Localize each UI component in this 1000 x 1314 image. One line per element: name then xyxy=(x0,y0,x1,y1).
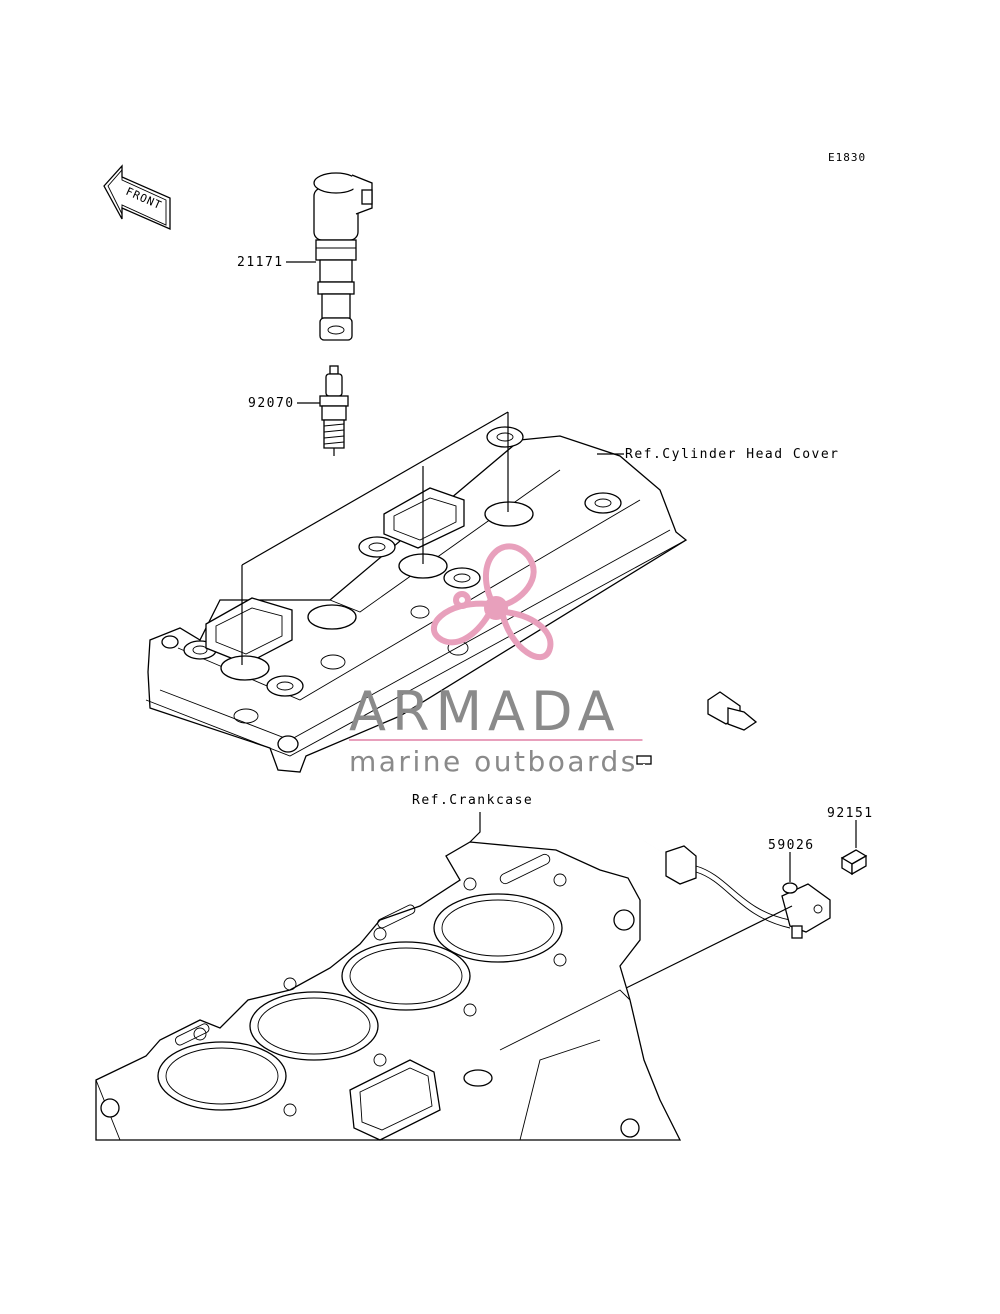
front-arrow-icon: FRONT xyxy=(103,164,171,230)
ignition-coil xyxy=(313,172,373,341)
sensor-harness xyxy=(636,682,831,939)
part-number-92070: 92070 xyxy=(248,396,295,411)
watermark-tagline: marine outboards xyxy=(349,745,638,778)
diagram-code: E1830 xyxy=(828,151,866,164)
ref-crankcase: Ref.Crankcase xyxy=(412,793,533,808)
bolt-92151 xyxy=(840,849,868,876)
ref-cylinder-head-cover: Ref.Cylinder Head Cover xyxy=(625,447,840,462)
spark-plug xyxy=(319,365,349,456)
cylinder-head-cover xyxy=(145,426,688,773)
armada-logo-icon xyxy=(430,543,554,661)
part-number-21171: 21171 xyxy=(237,255,284,270)
watermark-brand: ARMADA xyxy=(349,680,621,743)
part-number-92151: 92151 xyxy=(827,806,874,821)
crankcase xyxy=(95,812,682,1141)
part-number-59026: 59026 xyxy=(768,838,815,853)
